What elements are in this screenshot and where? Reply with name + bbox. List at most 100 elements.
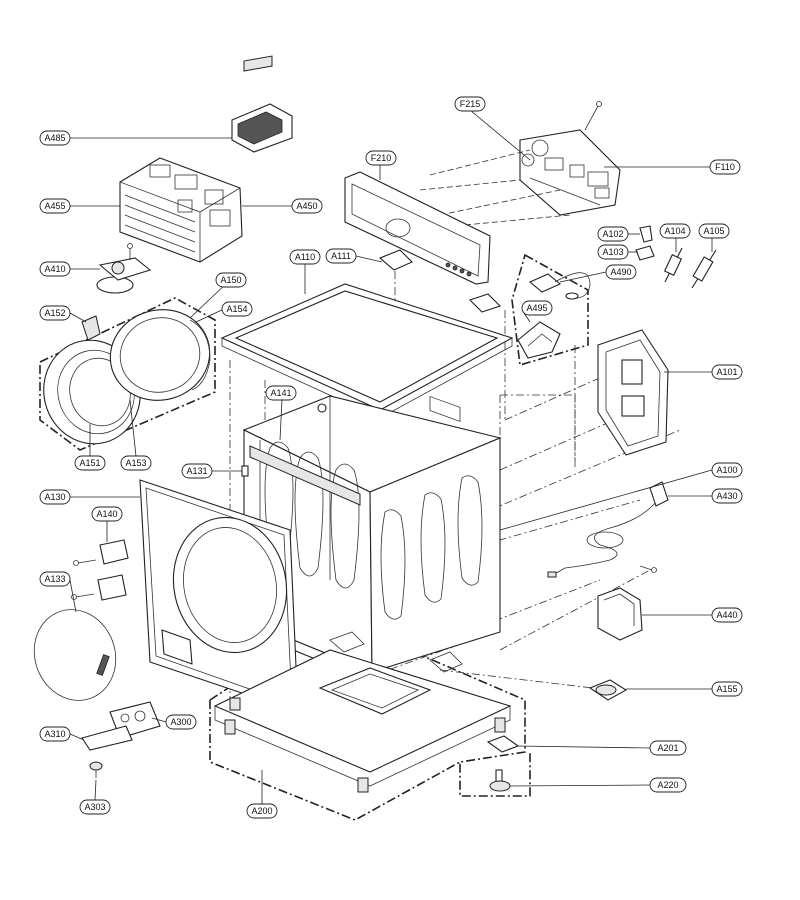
- svg-text:A150: A150: [220, 275, 241, 285]
- callout-a201: A201: [649, 740, 687, 756]
- svg-text:A155: A155: [716, 684, 737, 694]
- leveling-foot-a220: [489, 769, 511, 792]
- svg-text:A130: A130: [44, 492, 65, 502]
- callout-a104: A104: [659, 223, 691, 239]
- svg-text:F215: F215: [460, 99, 481, 109]
- screw-a303: [89, 761, 103, 778]
- filter-door-a310: [81, 725, 133, 751]
- base-a200: [213, 631, 512, 793]
- svg-text:A200: A200: [251, 806, 272, 816]
- svg-text:A105: A105: [703, 226, 724, 236]
- door-gasket-ring-a133: [33, 609, 117, 701]
- callout-a220: A220: [649, 777, 687, 793]
- callout-a103: A103: [597, 244, 629, 260]
- door-handle-a152: [81, 315, 101, 341]
- callout-a100: A100: [711, 462, 743, 478]
- callout-a153: A153: [120, 455, 152, 471]
- sensor-a410: [96, 243, 152, 294]
- latch-a131: [241, 465, 249, 477]
- svg-text:A151: A151: [79, 458, 100, 468]
- svg-text:A430: A430: [716, 491, 737, 501]
- callout-f215: F215: [454, 96, 486, 112]
- svg-text:A303: A303: [84, 802, 105, 812]
- callout-a110: A110: [289, 249, 321, 265]
- callout-a130: A130: [39, 489, 71, 505]
- svg-text:F210: F210: [371, 153, 392, 163]
- top-plate-a110: [220, 283, 514, 419]
- callout-a101: A101: [711, 364, 743, 380]
- callout-a410: A410: [39, 261, 71, 277]
- callout-a155: A155: [711, 681, 743, 697]
- svg-text:A141: A141: [270, 388, 291, 398]
- svg-text:A440: A440: [716, 610, 737, 620]
- svg-text:A111: A111: [331, 251, 351, 261]
- svg-text:A154: A154: [226, 304, 247, 314]
- callout-a430: A430: [711, 488, 743, 504]
- control-panel-f210: [344, 171, 491, 422]
- callout-f110: F110: [709, 159, 741, 175]
- callout-a151: A151: [74, 455, 106, 471]
- clip-a102: [639, 225, 653, 243]
- svg-text:A131: A131: [186, 466, 207, 476]
- svg-text:A455: A455: [44, 201, 65, 211]
- callout-a455: A455: [39, 198, 71, 214]
- callout-a102: A102: [597, 226, 629, 242]
- callout-a450: A450: [291, 198, 323, 214]
- callout-a150: A150: [215, 272, 247, 288]
- rear-cover-a101: [597, 329, 669, 456]
- door-inner-a153: [109, 309, 211, 401]
- svg-text:A140: A140: [96, 509, 117, 519]
- clip-a103: [635, 245, 655, 261]
- callout-a105: A105: [698, 223, 730, 239]
- svg-text:A100: A100: [716, 465, 737, 475]
- callout-a152: A152: [39, 305, 71, 321]
- dispenser-assembly-f110: [519, 101, 621, 216]
- damper-a104: [663, 247, 683, 283]
- svg-text:A110: A110: [295, 252, 315, 262]
- front-panel-a130: [139, 479, 299, 713]
- callout-a140: A140: [91, 506, 123, 522]
- bracket-a495: [517, 321, 561, 359]
- svg-text:F110: F110: [715, 162, 735, 172]
- svg-text:A133: A133: [44, 574, 65, 584]
- callout-a133: A133: [39, 571, 71, 587]
- svg-text:A485: A485: [44, 133, 65, 143]
- callout-a200: A200: [246, 803, 278, 819]
- door-hinge-a140: [71, 539, 129, 601]
- callout-a440: A440: [711, 607, 743, 623]
- main-pcb-a455: [119, 157, 243, 263]
- damper-a105: [691, 249, 717, 289]
- svg-text:A495: A495: [526, 303, 547, 313]
- dispenser-guide-lines: [419, 149, 571, 226]
- svg-text:A450: A450: [296, 201, 317, 211]
- svg-text:A220: A220: [657, 780, 678, 790]
- door-glass-a154: [189, 319, 211, 391]
- callout-a131: A131: [181, 463, 213, 479]
- svg-text:A201: A201: [657, 743, 678, 753]
- noise-filter-a440: [597, 565, 657, 641]
- cap-a155: [588, 679, 628, 701]
- svg-text:A102: A102: [602, 229, 623, 239]
- callout-a303: A303: [79, 799, 111, 815]
- svg-text:A410: A410: [44, 264, 65, 274]
- callout-a300: A300: [165, 714, 197, 730]
- svg-text:A153: A153: [125, 458, 146, 468]
- front-door-group-outline: [39, 297, 216, 451]
- hinge-a141: [317, 403, 327, 413]
- svg-text:A152: A152: [44, 308, 65, 318]
- callout-a154: A154: [221, 301, 253, 317]
- callout-a310: A310: [39, 726, 71, 742]
- leg-bracket-a201: [486, 735, 520, 753]
- callout-a495: A495: [521, 300, 553, 316]
- callout-a485: A485: [39, 130, 71, 146]
- callout-f210: F210: [365, 150, 397, 166]
- svg-text:A101: A101: [716, 367, 737, 377]
- svg-text:A103: A103: [602, 247, 623, 257]
- wire-harness-a490: [528, 272, 591, 300]
- display-pcb-a485: [231, 55, 293, 153]
- callout-a490: A490: [605, 264, 637, 280]
- top-plate-bracket-a111: [378, 249, 502, 313]
- svg-text:A300: A300: [170, 717, 191, 727]
- svg-text:A310: A310: [44, 729, 65, 739]
